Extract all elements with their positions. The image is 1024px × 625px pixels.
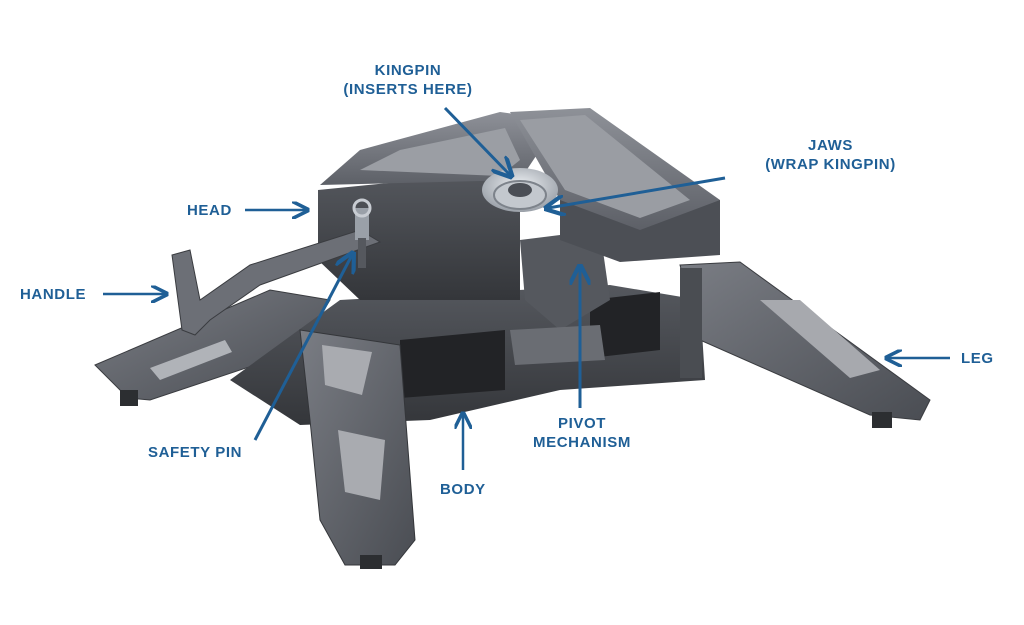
jaws-label-line2: (WRAP KINGPIN) bbox=[765, 156, 896, 173]
kingpin-arrow bbox=[443, 106, 510, 175]
left-leg-pad bbox=[150, 340, 232, 380]
left-leg-foot bbox=[120, 390, 138, 406]
pivot-mechanism-part bbox=[520, 230, 610, 330]
jaws-label: JAWS (WRAP KINGPIN) bbox=[748, 136, 913, 174]
handle-label: HANDLE bbox=[20, 286, 87, 303]
safety-pin-label: SAFETY PIN bbox=[148, 444, 243, 461]
head-right-side bbox=[560, 200, 720, 262]
head-top-left-pad bbox=[360, 128, 520, 176]
kingpin-label-line2: (INSERTS HERE) bbox=[343, 81, 473, 98]
right-leg bbox=[679, 261, 931, 421]
kingpin-label: KINGPIN (INSERTS HERE) bbox=[338, 61, 478, 99]
pivot-label-line2: MECHANISM bbox=[533, 434, 631, 451]
fifth-wheel-hitch bbox=[94, 108, 931, 569]
right-leg-foot bbox=[872, 412, 892, 428]
kingpin-hole bbox=[508, 183, 532, 197]
safety-pin-arrow bbox=[253, 255, 352, 441]
pivot-mechanism-label: PIVOT MECHANISM bbox=[522, 414, 642, 452]
head-label: HEAD bbox=[187, 202, 232, 219]
handle bbox=[171, 229, 382, 336]
front-leg-pad-top bbox=[322, 345, 372, 395]
safety-pin bbox=[352, 198, 372, 268]
jaws-arrow bbox=[548, 176, 726, 208]
pivot-block bbox=[510, 325, 605, 365]
jaws-label-line1: JAWS bbox=[808, 137, 853, 154]
body-panel-left bbox=[400, 330, 505, 398]
kingpin-label-line1: KINGPIN bbox=[374, 62, 442, 79]
right-leg-post bbox=[680, 268, 702, 378]
right-leg-pad bbox=[760, 300, 880, 378]
front-leg-foot bbox=[360, 555, 382, 569]
leg-label: LEG bbox=[961, 350, 994, 367]
pivot-label-line1: PIVOT bbox=[557, 415, 606, 432]
body-label: BODY bbox=[440, 481, 486, 498]
front-leg-pad-bottom bbox=[338, 430, 385, 500]
body-panel-right bbox=[590, 292, 660, 358]
callout-arrows bbox=[103, 106, 950, 470]
